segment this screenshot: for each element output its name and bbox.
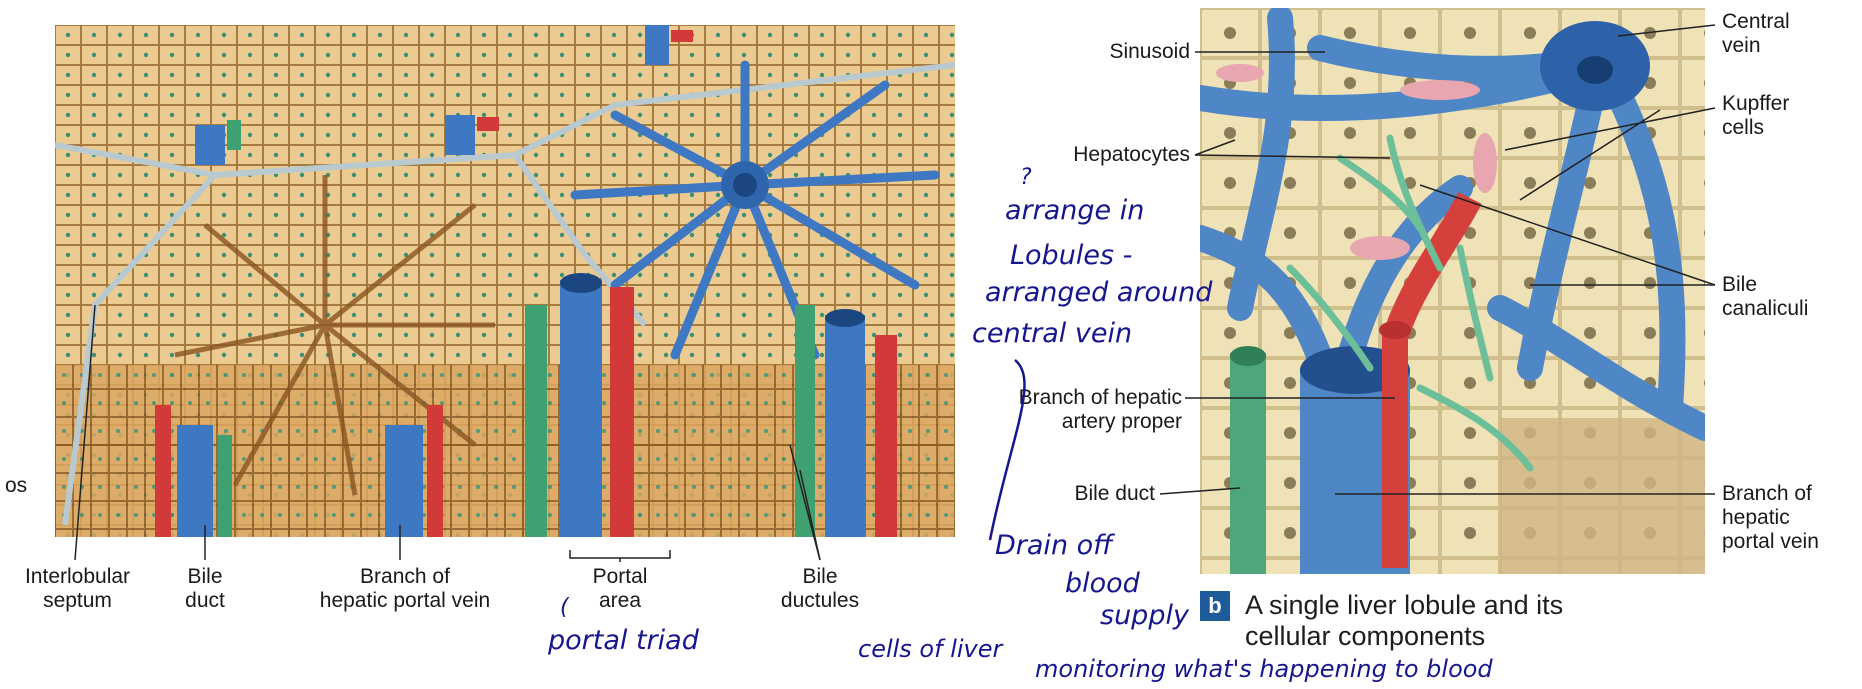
label-bile-canaliculi: Bile canaliculi xyxy=(1722,273,1809,320)
note-arranged-around: arranged around xyxy=(985,277,1213,308)
label-central-vein: Central vein xyxy=(1722,10,1790,57)
label-bile-ductules: Bile ductules xyxy=(780,565,860,612)
single-lobule-art xyxy=(1200,8,1705,574)
label-portal-area: Portal area xyxy=(592,565,648,612)
lobule-block-illustration xyxy=(55,25,955,537)
label-bile-duct-left: Bile duct xyxy=(185,565,225,612)
note-central-vein: central vein xyxy=(972,318,1133,349)
note-paren: ( xyxy=(560,595,569,620)
note-arrange-in: arrange in xyxy=(1005,195,1145,226)
label-portal-vein-left: Branch of hepatic portal vein xyxy=(319,565,491,612)
label-kupffer-cells: Kupffer cells xyxy=(1722,92,1790,139)
note-drain-off: Drain off xyxy=(995,530,1113,561)
note-cells-of-liver: cells of liver xyxy=(858,635,1003,663)
note-portal-triad: portal triad xyxy=(548,625,699,656)
label-portal-vein-right: Branch of hepatic portal vein xyxy=(1722,482,1819,553)
single-lobule-illustration xyxy=(1200,8,1705,574)
figure-caption: A single liver lobule and its cellular c… xyxy=(1245,590,1564,651)
lobule-block-art xyxy=(55,25,955,537)
note-lobules: Lobules - xyxy=(1010,240,1133,271)
label-hepatocytes: Hepatocytes xyxy=(1073,143,1190,166)
label-cut-off: os xyxy=(5,474,28,497)
note-question-mark: ? xyxy=(1020,165,1032,190)
label-bile-duct-right: Bile duct xyxy=(1074,482,1155,505)
label-hepatic-artery: Branch of hepatic artery proper xyxy=(1018,386,1182,433)
label-interlobular-septum: Interlobular septum xyxy=(24,565,131,612)
note-supply: supply xyxy=(1100,600,1189,631)
figure-badge: b xyxy=(1200,591,1230,621)
label-sinusoid: Sinusoid xyxy=(1109,40,1190,63)
note-blood: blood xyxy=(1065,568,1140,599)
note-monitoring: monitoring what's happening to blood xyxy=(1035,655,1493,683)
